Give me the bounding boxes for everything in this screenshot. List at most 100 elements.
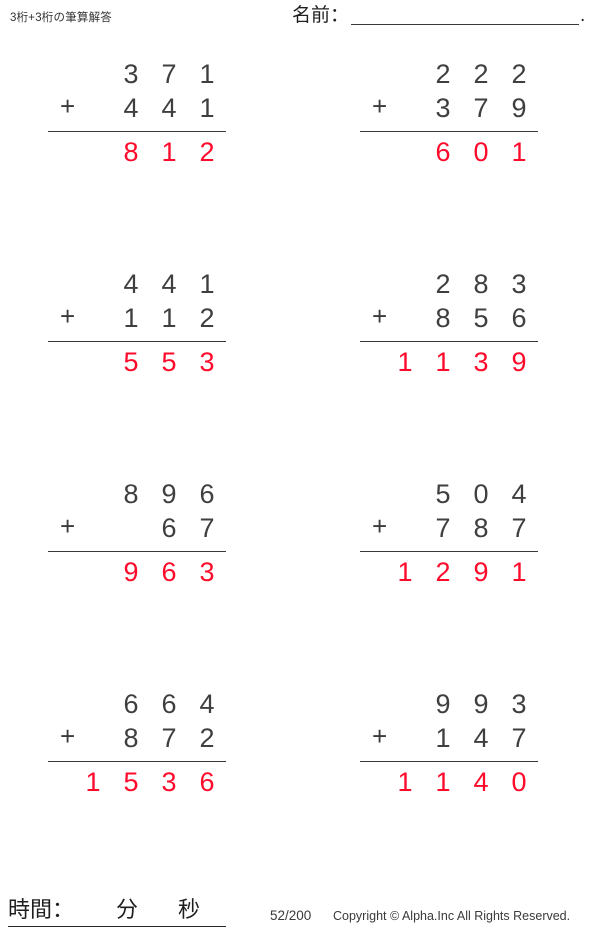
plus-sign-icon: + — [372, 91, 388, 121]
name-field-group: 名前： . — [292, 5, 585, 25]
digit-cell: 5 — [435, 479, 451, 509]
digit-cell: 2 — [199, 303, 215, 333]
digit-cell: 1 — [123, 303, 139, 333]
addend1-digits: 3 7 1 — [44, 61, 226, 88]
digit-cell: 3 — [473, 347, 489, 377]
digit-cell: 3 — [123, 59, 139, 89]
digit-cell: 1 — [397, 557, 413, 587]
digit-cell — [386, 305, 424, 332]
digit-cell: 3 — [511, 269, 527, 299]
digit-cell: 4 — [473, 723, 489, 753]
digit-cell: 1 — [199, 269, 215, 299]
addend1-digits: 8 9 6 — [44, 481, 226, 508]
digit-cell: 4 — [199, 689, 215, 719]
digit-cell — [74, 691, 112, 718]
sheet-title: 3桁+3桁の筆算解答 — [10, 12, 113, 24]
answer-digits: 1 5 3 6 — [44, 769, 226, 796]
digit-cell: 4 — [123, 93, 139, 123]
digit-cell: 4 — [123, 269, 139, 299]
problem-1: + 3 7 1 4 4 1 8 1 2 — [18, 55, 278, 185]
digit-cell — [386, 481, 424, 508]
digit-cell: 1 — [199, 93, 215, 123]
name-label: 名前： — [292, 5, 350, 26]
digit-cell — [74, 481, 112, 508]
problem-row: + 3 7 1 4 4 1 8 1 2 + — [0, 55, 600, 265]
problem-4: + 2 8 3 8 5 6 1 1 3 9 — [330, 265, 590, 395]
addend2-digits: 4 4 1 — [44, 95, 226, 122]
digit-cell: 2 — [435, 269, 451, 299]
digit-cell: 1 — [435, 723, 451, 753]
digit-cell: 2 — [199, 137, 215, 167]
sum-rule — [48, 341, 226, 342]
addend2-digits: 3 7 9 — [356, 95, 538, 122]
digit-cell: 9 — [161, 479, 177, 509]
digit-cell: 2 — [435, 59, 451, 89]
digit-cell — [386, 95, 424, 122]
digit-cell: 6 — [161, 513, 177, 543]
minutes-unit-label: 分 — [116, 897, 139, 922]
digit-cell: 8 — [123, 479, 139, 509]
digit-cell — [386, 271, 424, 298]
problem-row: + 4 4 1 1 1 2 5 5 3 + — [0, 265, 600, 475]
problem-6: + 5 0 4 7 8 7 1 2 9 1 — [330, 475, 590, 605]
copyright-notice: Copyright © Alpha.Inc All Rights Reserve… — [333, 909, 571, 923]
digit-cell: 8 — [473, 513, 489, 543]
digit-cell: 6 — [199, 767, 215, 797]
plus-sign-icon: + — [372, 301, 388, 331]
plus-sign-icon: + — [60, 91, 76, 121]
digit-cell: 2 — [511, 59, 527, 89]
page-number: 52/200 — [270, 908, 312, 923]
sum-rule — [48, 551, 226, 552]
digit-cell: 9 — [511, 347, 527, 377]
answer-digits: 6 0 1 — [356, 139, 538, 166]
problem-8: + 9 9 3 1 4 7 1 1 4 0 — [330, 685, 590, 815]
digit-cell — [74, 61, 112, 88]
digit-cell — [74, 725, 112, 752]
digit-cell: 6 — [161, 557, 177, 587]
answer-digits: 1 2 9 1 — [356, 559, 538, 586]
digit-cell: 7 — [435, 513, 451, 543]
answer-digits: 5 5 3 — [44, 349, 226, 376]
time-label: 時間： — [8, 897, 75, 922]
time-record-field[interactable]: 時間：分秒 — [8, 896, 226, 927]
digit-cell: 1 — [161, 303, 177, 333]
digit-cell: 1 — [397, 347, 413, 377]
digit-cell: 3 — [199, 557, 215, 587]
problem-3: + 4 4 1 1 1 2 5 5 3 — [18, 265, 278, 395]
digit-cell: 3 — [199, 347, 215, 377]
name-input-line[interactable] — [351, 5, 580, 25]
plus-sign-icon: + — [372, 721, 388, 751]
digit-cell: 4 — [161, 93, 177, 123]
problem-row: + 6 6 4 8 7 2 1 5 3 6 + — [0, 685, 600, 895]
digit-cell: 4 — [511, 479, 527, 509]
digit-cell: 5 — [161, 347, 177, 377]
digit-cell: 7 — [161, 723, 177, 753]
digit-cell — [74, 559, 112, 586]
digit-cell: 8 — [435, 303, 451, 333]
digit-cell — [74, 139, 112, 166]
digit-cell: 7 — [161, 59, 177, 89]
digit-cell — [386, 61, 424, 88]
problem-2: + 2 2 2 3 7 9 6 0 1 — [330, 55, 590, 185]
digit-cell: 8 — [473, 269, 489, 299]
digit-cell: 0 — [473, 137, 489, 167]
sum-rule — [360, 341, 538, 342]
digit-cell — [74, 305, 112, 332]
digit-cell — [386, 691, 424, 718]
addend1-digits: 2 2 2 — [356, 61, 538, 88]
sum-rule — [48, 761, 226, 762]
sum-rule — [360, 131, 538, 132]
sum-rule — [360, 551, 538, 552]
plus-sign-icon: + — [60, 301, 76, 331]
digit-cell: 6 — [199, 479, 215, 509]
addend2-digits: 7 8 7 — [356, 515, 538, 542]
plus-sign-icon: + — [372, 511, 388, 541]
digit-cell: 1 — [511, 557, 527, 587]
digit-cell: 7 — [511, 513, 527, 543]
answer-digits: 1 1 3 9 — [356, 349, 538, 376]
digit-cell: 6 — [511, 303, 527, 333]
digit-cell: 6 — [123, 689, 139, 719]
digit-cell: 7 — [511, 723, 527, 753]
digit-cell — [74, 271, 112, 298]
problem-row: + 8 9 6 6 7 9 6 3 + — [0, 475, 600, 685]
